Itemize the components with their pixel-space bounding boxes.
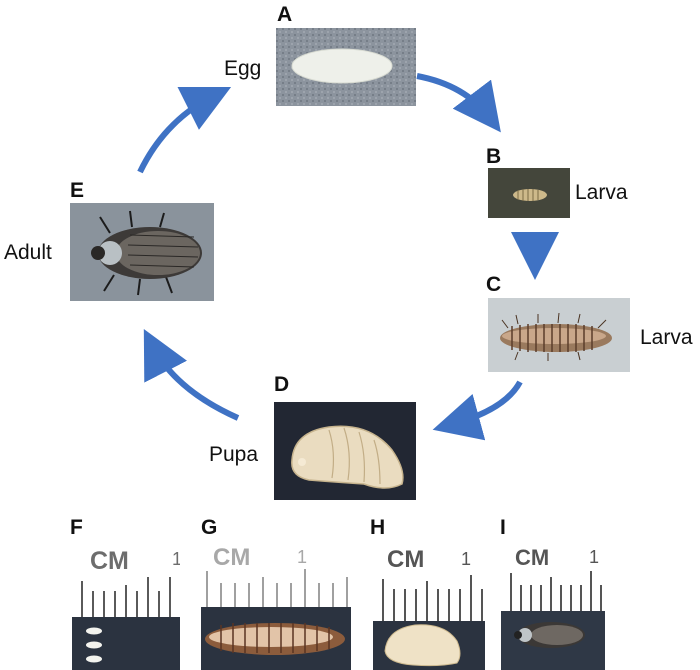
arrow-adult-to-egg xyxy=(137,86,232,174)
panel-c-letter: C xyxy=(486,273,502,296)
scale-i-number: 1 xyxy=(589,547,599,567)
pupa-photo xyxy=(274,402,416,500)
adult-photo xyxy=(70,203,214,301)
larva-small-photo xyxy=(488,168,570,218)
arrow-larva-to-pupa xyxy=(432,380,523,441)
arrow-egg-to-larva xyxy=(416,73,501,133)
scale-h-unit: CM xyxy=(387,546,424,573)
panel-g-letter: G xyxy=(201,516,218,539)
larva-small-label: Larva xyxy=(575,181,628,204)
larva-large-photo xyxy=(488,298,630,372)
scale-g-unit: CM xyxy=(213,544,250,571)
egg-photo xyxy=(276,28,416,106)
scale-photo-pupa: CM 1 xyxy=(373,541,485,670)
scale-h-number: 1 xyxy=(461,549,471,569)
larva-large-label: Larva xyxy=(640,326,693,349)
panel-f-letter: F xyxy=(70,516,83,539)
scale-photo-larva: CM 1 xyxy=(201,541,351,670)
scale-g-number: 1 xyxy=(297,547,307,567)
panel-h-letter: H xyxy=(370,516,386,539)
scale-f-unit: CM xyxy=(90,547,129,575)
egg-label: Egg xyxy=(224,57,262,80)
pupa-label: Pupa xyxy=(209,443,259,466)
panel-d-letter: D xyxy=(274,373,290,396)
adult-label: Adult xyxy=(4,241,52,264)
panel-e-letter: E xyxy=(70,179,85,202)
panel-b-letter: B xyxy=(486,145,502,168)
scale-photo-eggs: CM 1 xyxy=(72,541,180,670)
panel-i-letter: I xyxy=(500,516,506,539)
scale-i-unit: CM xyxy=(515,545,549,570)
panel-a-letter: A xyxy=(277,3,293,26)
arrow-pupa-to-adult xyxy=(143,328,240,421)
scale-f-number: 1 xyxy=(172,549,180,569)
egg-shape xyxy=(291,48,393,84)
scale-photo-adult: CM 1 xyxy=(501,541,605,670)
